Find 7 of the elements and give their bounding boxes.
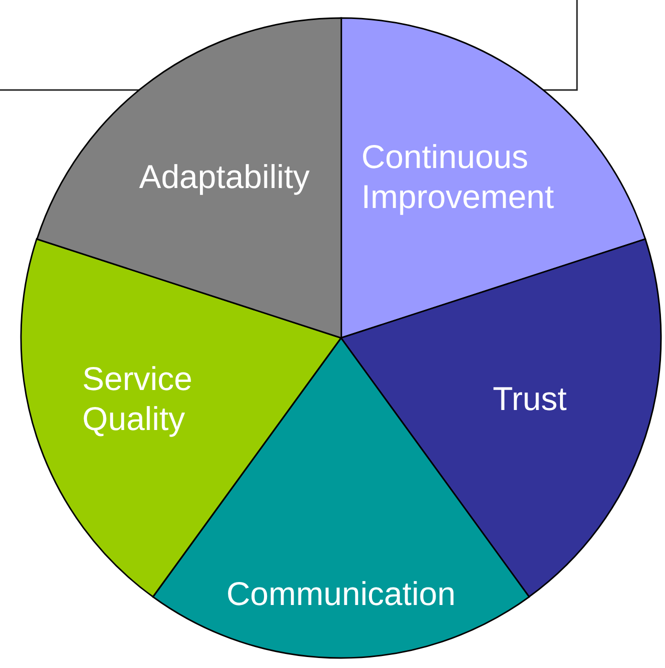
pie-slice [341,18,646,338]
slice-label: Continuous Improvement [361,137,554,218]
slice-label: Communication [226,574,456,614]
pie-slice [36,18,341,338]
slice-label: Adaptability [139,157,310,198]
slice-label: Service Quality [82,359,194,440]
slice-label: Trust [492,379,567,420]
